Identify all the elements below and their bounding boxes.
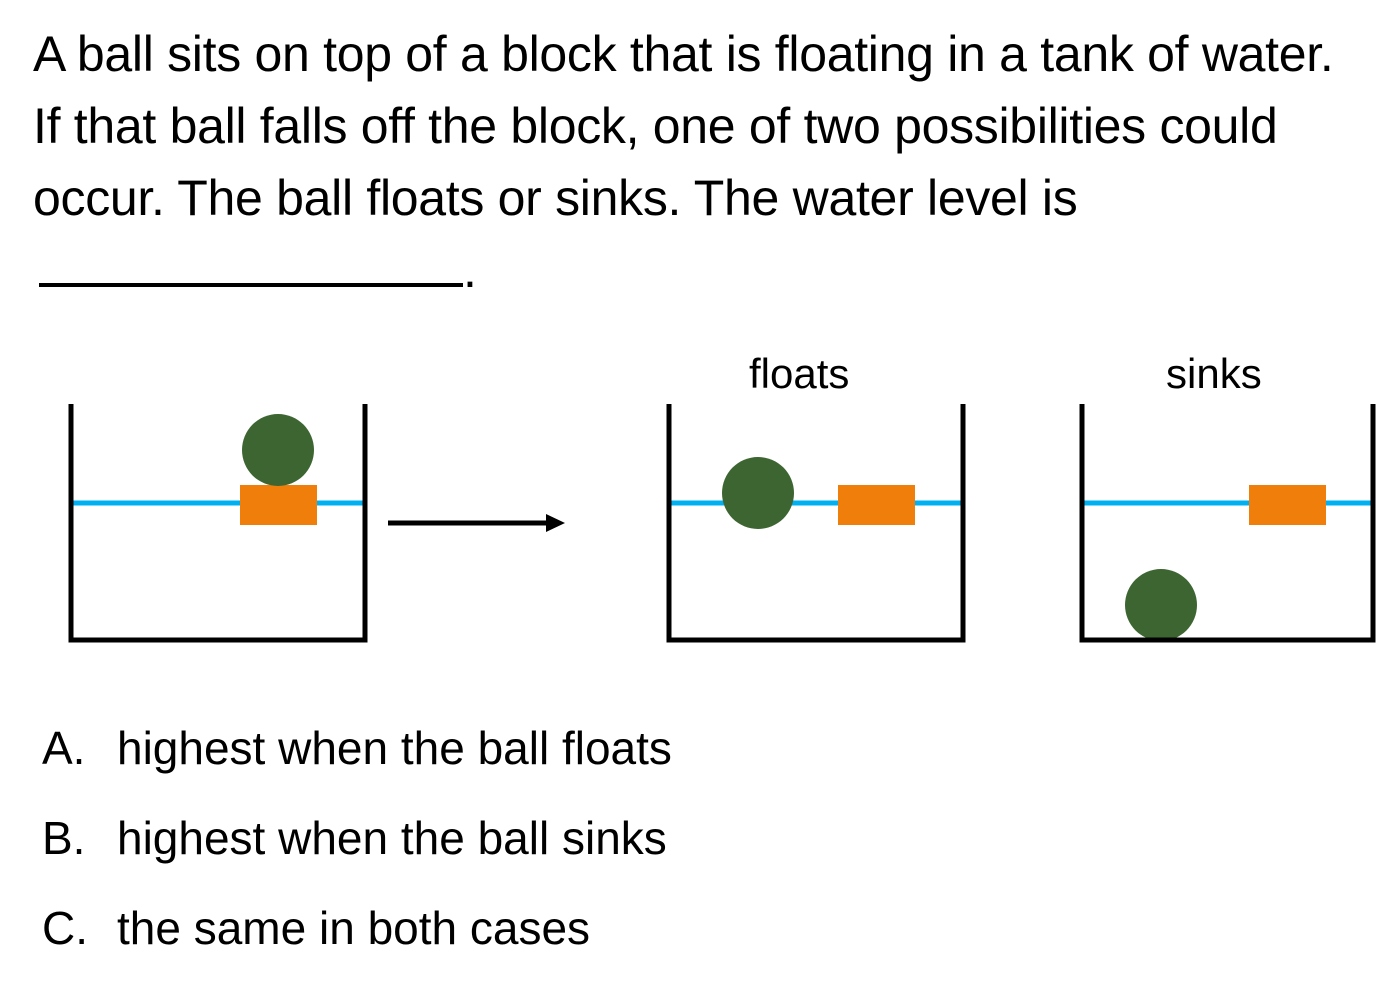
tank-walls [68,404,368,643]
tank-floats [666,404,966,643]
ball [242,414,314,486]
tank-sinks [1079,404,1376,643]
choice-text: the same in both cases [117,902,591,954]
choice-text: highest when the ball floats [117,722,672,774]
choice-a[interactable]: A. highest when the ball floats [42,718,672,808]
floats-label: floats [749,350,850,397]
sinks-label: sinks [1166,350,1262,397]
ball [1125,569,1197,641]
tank-walls [1079,404,1376,643]
tank-walls [666,404,966,643]
answer-blank [39,245,463,287]
choice-letter: B. [42,812,86,864]
choice-text: highest when the ball sinks [117,812,667,864]
block [838,485,915,525]
choice-letter: C. [42,902,88,954]
tank-initial [68,404,368,643]
arrow-icon [388,514,565,532]
choice-letter: A. [42,722,86,774]
block [240,485,317,525]
choice-c[interactable]: C. the same in both cases [42,898,672,988]
ball [722,457,794,529]
answer-choices: A. highest when the ball floats B. highe… [42,718,672,988]
question-body: A ball sits on top of a block that is fl… [33,26,1334,226]
question-text: A ball sits on top of a block that is fl… [33,18,1353,306]
choice-b[interactable]: B. highest when the ball sinks [42,808,672,898]
blank-period: . [463,242,477,298]
block [1249,485,1326,525]
